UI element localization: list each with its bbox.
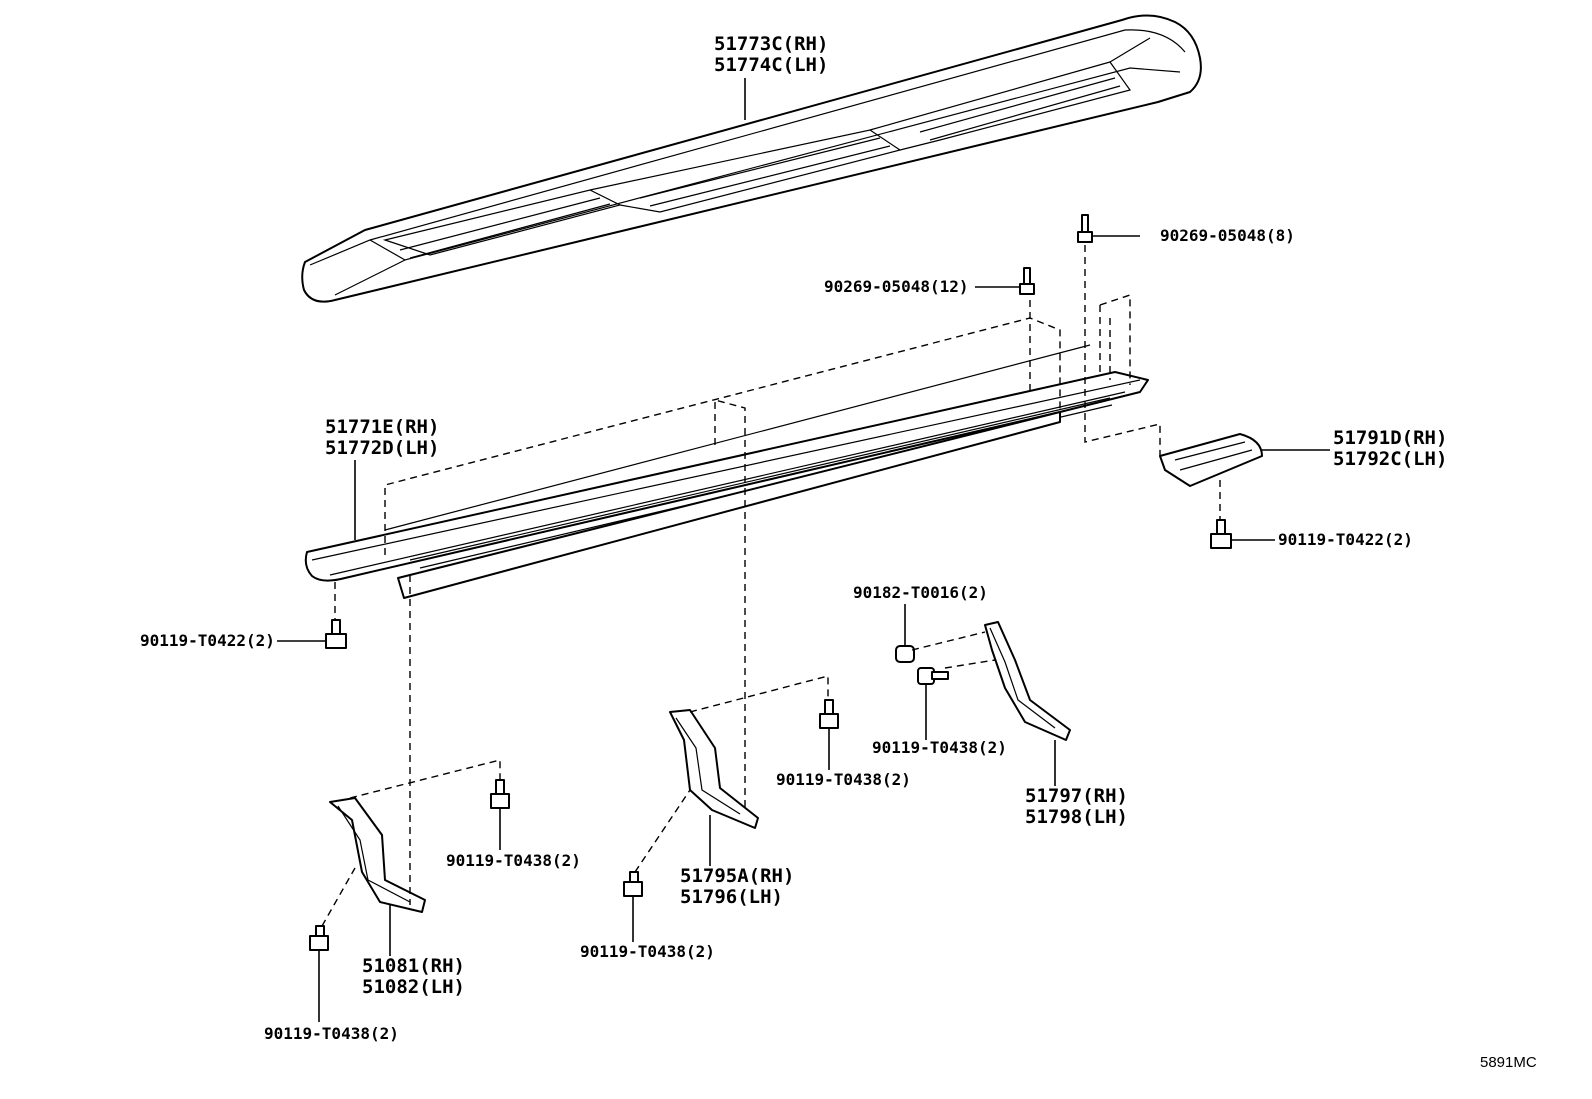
bolt-mid-top-icon	[819, 699, 839, 729]
label-bolt-front-top: 90119-T0438(2)	[446, 851, 581, 870]
step-rail	[304, 344, 1149, 599]
bolt-rail-front-icon	[325, 619, 347, 649]
diagram-code: 5891MC	[1480, 1054, 1537, 1071]
step-cover	[301, 14, 1202, 303]
label-nut-rear: 90182-T0016(2)	[853, 583, 988, 602]
bolt-mid-low-icon	[623, 871, 643, 897]
label-step-cover-lh: 51774C(LH)	[714, 54, 828, 76]
label-bracket-front-lh: 51082(LH)	[362, 976, 465, 998]
clip-mid-icon	[1019, 267, 1035, 295]
label-bolt-rail-front: 90119-T0422(2)	[140, 631, 275, 650]
label-end-cap-rh: 51791D(RH)	[1333, 427, 1447, 449]
bolt-front-low-icon	[309, 925, 329, 951]
bracket-front	[329, 797, 426, 913]
label-step-cover-rh: 51773C(RH)	[714, 33, 828, 55]
bolt-end-cap-icon	[1210, 519, 1232, 549]
label-bracket-mid-lh: 51796(LH)	[680, 886, 783, 908]
label-clip-rear: 90269-05048(8)	[1160, 226, 1295, 245]
nut-rear-icon	[895, 645, 915, 663]
bracket-mid	[669, 709, 759, 829]
label-bracket-rear-lh: 51798(LH)	[1025, 806, 1128, 828]
label-bracket-mid-rh: 51795A(RH)	[680, 865, 794, 887]
bolt-front-top-icon	[490, 779, 510, 809]
label-bracket-rear-rh: 51797(RH)	[1025, 785, 1128, 807]
bolt-rear-side-icon	[917, 667, 949, 685]
label-step-rail-lh: 51772D(LH)	[325, 437, 439, 459]
label-bolt-mid-low: 90119-T0438(2)	[580, 942, 715, 961]
label-bolt-front-low: 90119-T0438(2)	[264, 1024, 399, 1043]
bracket-rear	[984, 621, 1071, 741]
label-bolt-rear-side: 90119-T0438(2)	[872, 738, 1007, 757]
label-step-rail-rh: 51771E(RH)	[325, 416, 439, 438]
leader-lines	[277, 78, 1330, 1022]
assembly-dashes	[321, 245, 1221, 927]
label-clip-mid: 90269-05048(12)	[824, 277, 969, 296]
label-bracket-front-rh: 51081(RH)	[362, 955, 465, 977]
clip-rear-icon	[1077, 214, 1093, 243]
end-cap	[1159, 433, 1263, 487]
label-bolt-end-cap: 90119-T0422(2)	[1278, 530, 1413, 549]
label-bolt-mid-top: 90119-T0438(2)	[776, 770, 911, 789]
label-end-cap-lh: 51792C(LH)	[1333, 448, 1447, 470]
